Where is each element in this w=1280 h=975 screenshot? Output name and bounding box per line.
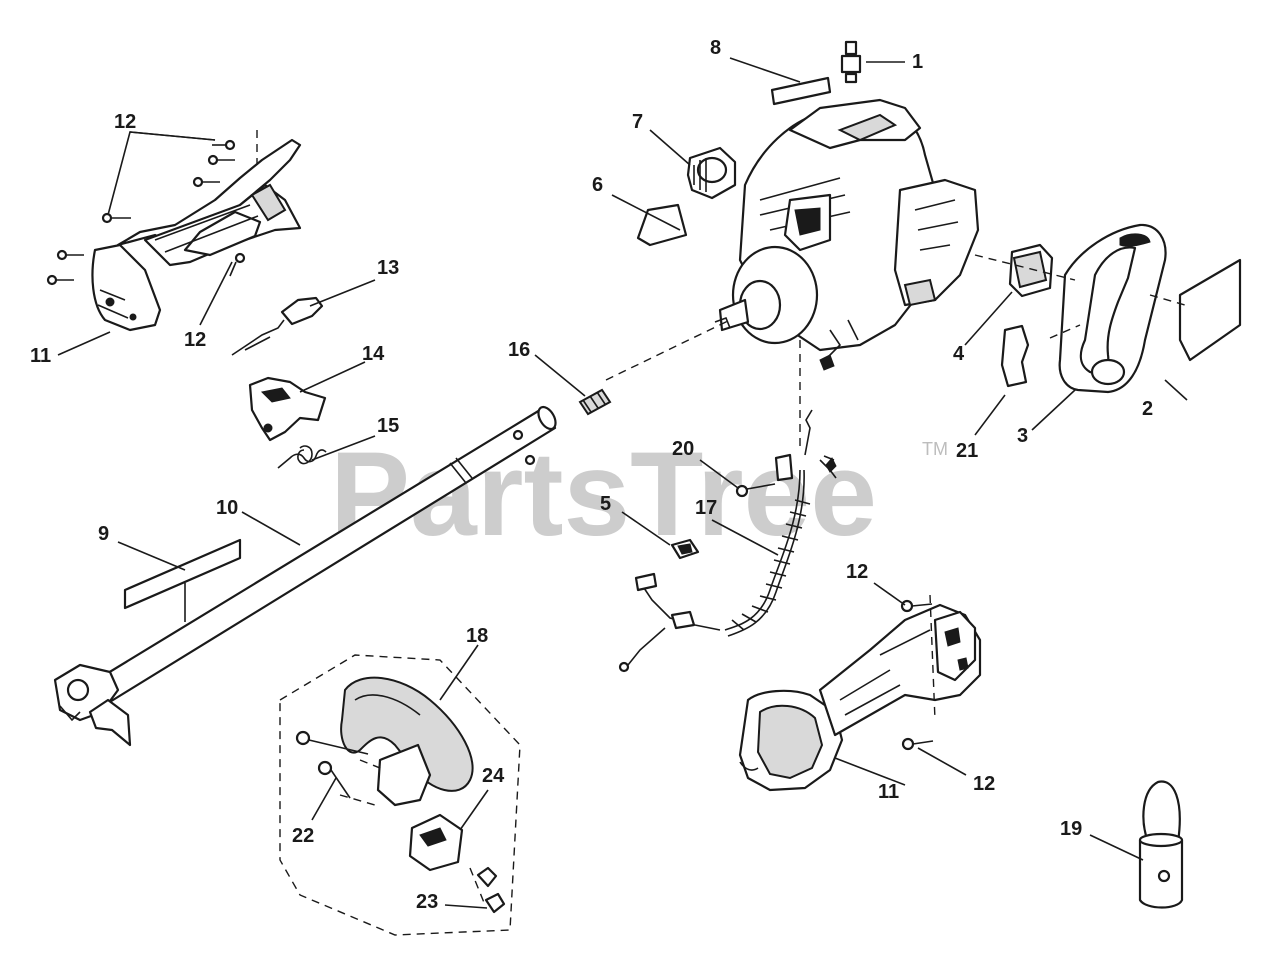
callout-7: 7: [632, 111, 643, 133]
part-spring[interactable]: [277, 445, 327, 469]
callout-leaders: [57, 57, 1188, 909]
callout-12-upper-left: 12: [114, 111, 136, 133]
callout-17: 17: [695, 497, 717, 519]
screw-set-upper[interactable]: [46, 130, 258, 286]
part-shaft-decal[interactable]: [123, 538, 242, 622]
part-decal-21[interactable]: [1000, 324, 1030, 388]
callout-23: 23: [416, 891, 438, 913]
part-tool-19[interactable]: [1138, 780, 1184, 909]
part-decal-6[interactable]: [636, 203, 688, 247]
part-filter-cover[interactable]: [1058, 223, 1167, 394]
callout-6: 6: [592, 174, 603, 196]
callout-11-upper: 11: [30, 345, 51, 367]
callout-19: 19: [1060, 818, 1082, 840]
part-trigger-housing[interactable]: [248, 376, 327, 442]
callout-12-lower-bottom: 12: [973, 773, 995, 795]
callout-3: 3: [1017, 425, 1028, 447]
part-shaft-tube[interactable]: [53, 404, 559, 747]
part-engine[interactable]: [714, 98, 980, 371]
callout-8: 8: [710, 37, 721, 59]
callout-5: 5: [600, 493, 611, 515]
part-air-filter[interactable]: [1008, 243, 1054, 298]
callout-13: 13: [377, 257, 399, 279]
screw-set-lower[interactable]: [900, 599, 934, 751]
callout-1: 1: [912, 51, 923, 73]
part-wire-harness[interactable]: [618, 409, 837, 673]
part-engine-decal[interactable]: [770, 76, 832, 106]
part-fuel-cap[interactable]: [686, 146, 737, 200]
callout-21: 21: [956, 440, 978, 462]
callout-4: 4: [953, 343, 965, 365]
watermark-trademark: TM: [922, 439, 948, 459]
callout-14: 14: [362, 343, 385, 365]
callout-18: 18: [466, 625, 488, 647]
callout-12-lower-top: 12: [846, 561, 868, 583]
part-lower-housing[interactable]: [738, 594, 982, 792]
alignment-lines: [605, 254, 1186, 450]
callout-10: 10: [216, 497, 238, 519]
callout-20: 20: [672, 438, 694, 460]
part-upper-housing[interactable]: [91, 138, 302, 332]
part-drive-spring[interactable]: [578, 388, 612, 416]
callout-15: 15: [377, 415, 399, 437]
callout-labels: 1 2 3 4 5 6 7 8 9 10 11 11 12 12 12 12 1…: [30, 37, 1153, 913]
part-connector-5[interactable]: [670, 538, 700, 560]
callout-11-lower: 11: [878, 781, 899, 803]
part-throttle-trigger[interactable]: [231, 296, 324, 356]
callout-9: 9: [98, 523, 109, 545]
part-spark-plug[interactable]: [840, 40, 862, 84]
part-screw-20[interactable]: [735, 483, 776, 498]
callout-2: 2: [1142, 398, 1153, 420]
handle-group[interactable]: [279, 654, 521, 936]
callout-24: 24: [482, 765, 505, 787]
callout-16: 16: [508, 339, 530, 361]
part-gasket[interactable]: [1178, 258, 1242, 362]
callout-22: 22: [292, 825, 314, 847]
callout-12-upper-mid: 12: [184, 329, 206, 351]
